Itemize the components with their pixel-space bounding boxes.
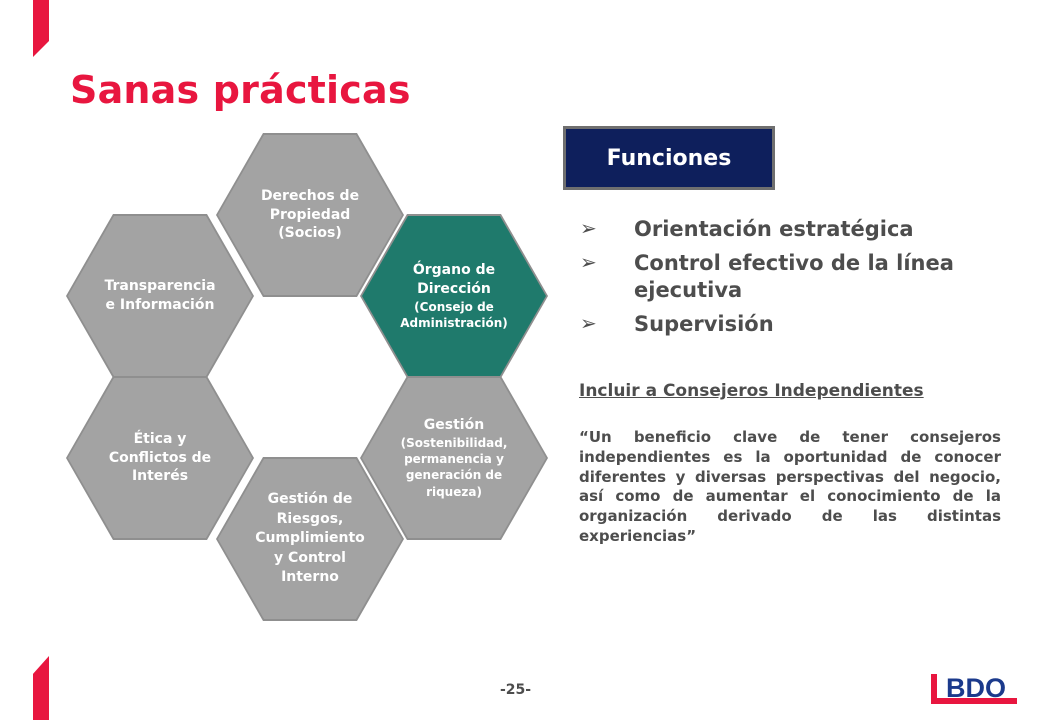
hex-line: Gestión de	[267, 491, 353, 508]
arrow-bullet-icon: ➢	[580, 216, 597, 240]
funciones-label: Funciones	[566, 129, 772, 187]
hex-line: Transparencia	[104, 278, 216, 295]
top-accent-bar	[33, 0, 49, 57]
hex-line: Órgano de	[412, 261, 496, 278]
hex-line: Ética y	[133, 430, 187, 447]
hex-line: Interno	[281, 569, 339, 586]
hex-line: Administración)	[400, 315, 508, 330]
list-item: ➢ Orientación estratégica	[578, 216, 998, 242]
bdo-logo: BDO	[928, 668, 1020, 708]
hex-line: (Consejo de	[414, 299, 494, 314]
hexagon-transparencia: Transparencia e Información	[66, 214, 254, 378]
hex-line: Propiedad	[269, 206, 351, 223]
logo-red-underline	[931, 698, 1017, 704]
bullet-text: Supervisión	[634, 311, 774, 336]
hexagon-organo-direccion: Órgano de Dirección (Consejo de Administ…	[360, 214, 548, 378]
hex-line: Conflictos de	[108, 449, 212, 466]
hexagon-etica-conflictos: Ética y Conflictos de Interés	[66, 376, 254, 540]
hex-line: riqueza)	[426, 484, 482, 499]
bullet-text: Orientación estratégica	[634, 217, 914, 241]
list-item: ➢ Supervisión	[578, 311, 998, 337]
logo-text: BDO	[946, 673, 1006, 703]
hex-line: Interés	[131, 468, 189, 485]
hex-line: y Control	[274, 549, 346, 566]
list-item: ➢ Control efectivo de la línea ejecutiva	[578, 250, 998, 303]
funciones-list: ➢ Orientación estratégica ➢ Control efec…	[578, 216, 998, 345]
bullet-text: Control efectivo de la línea ejecutiva	[634, 251, 954, 302]
hex-line: generación de	[405, 468, 503, 483]
page-title: Sanas prácticas	[70, 68, 411, 112]
hex-line: e Información	[105, 297, 215, 313]
hex-line: Cumplimiento	[255, 530, 365, 547]
hex-line: Gestión	[423, 417, 485, 434]
arrow-bullet-icon: ➢	[580, 250, 597, 275]
funciones-box: Funciones	[563, 126, 775, 190]
page-number: -25-	[500, 682, 532, 698]
hexagon-gestion: Gestión (Sostenibilidad, permanencia y g…	[360, 376, 548, 540]
consejeros-heading: Incluir a Consejeros Independientes	[579, 381, 924, 401]
hex-line: (Sostenibilidad,	[400, 436, 508, 451]
hex-line: permanencia y	[404, 452, 504, 467]
logo-red-bar	[931, 674, 937, 704]
hexagon-derechos-propiedad: Derechos de Propiedad (Socios)	[216, 133, 404, 297]
hexagon-gestion-riesgos: Gestión de Riesgos, Cumplimiento y Contr…	[216, 457, 404, 621]
hex-line: Dirección	[417, 280, 491, 297]
bottom-accent-bar	[33, 656, 49, 720]
hex-line: (Socios)	[278, 225, 342, 242]
consejeros-quote: “Un beneficio clave de tener consejeros …	[579, 428, 1001, 545]
arrow-bullet-icon: ➢	[580, 310, 597, 335]
hex-line: Derechos de	[260, 187, 360, 204]
hex-line: Riesgos,	[276, 510, 344, 527]
